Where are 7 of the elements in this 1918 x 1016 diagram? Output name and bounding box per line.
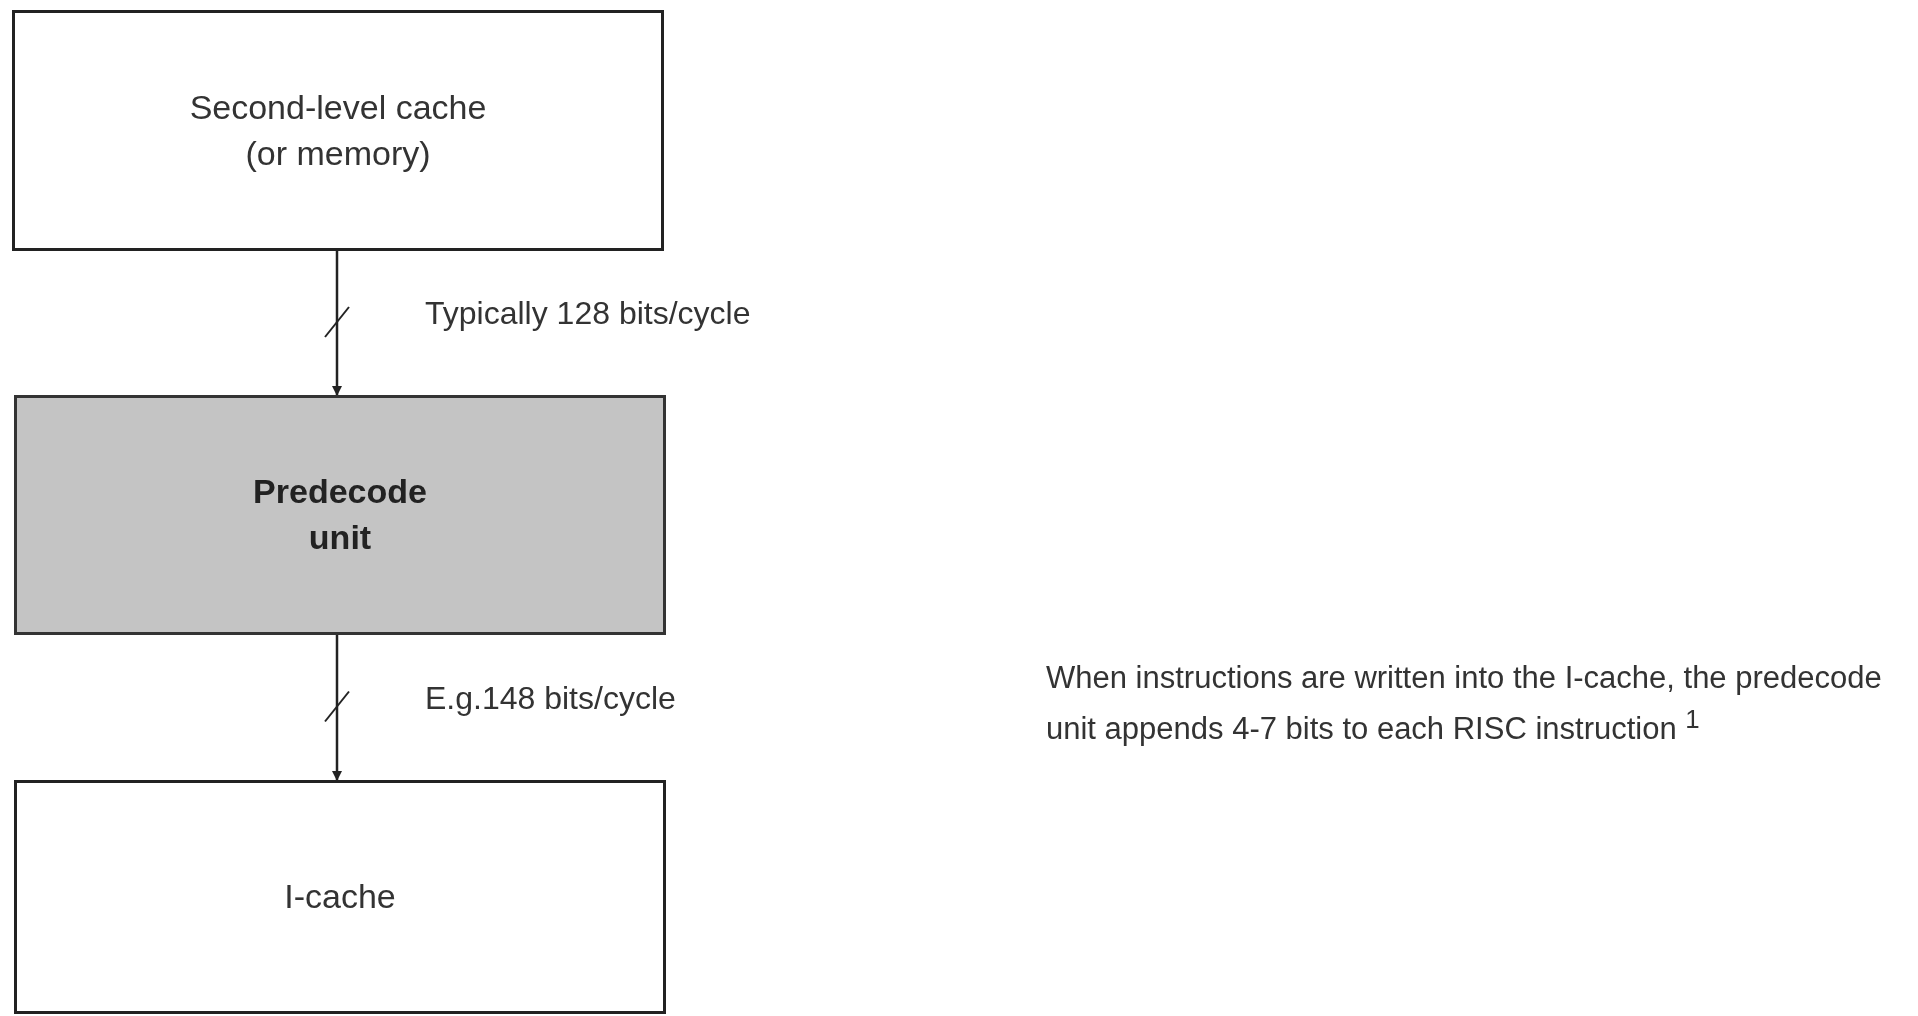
process-box [14,780,666,1014]
note-text: When instructions are written into the I-cache, the predecode unit appends 4-7 bits to each RISC instruction $^{1}$ [1046,659,1883,749]
node-text: I-cache [283,876,397,918]
process-box [12,10,664,251]
node-text: Second-level cache (or memory) [188,86,488,174]
shaded-process-box [14,395,666,635]
node-text: Predecode unit [252,471,428,558]
